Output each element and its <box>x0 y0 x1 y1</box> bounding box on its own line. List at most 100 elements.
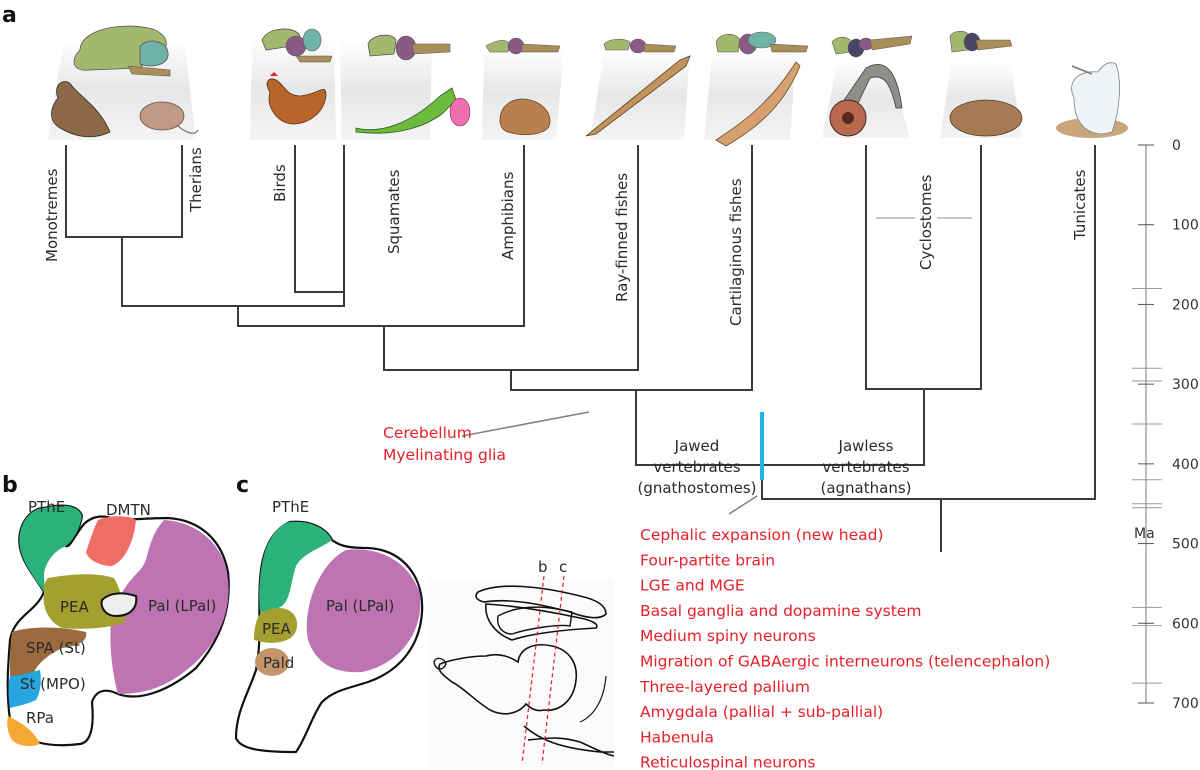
region-label-pthe: PThE <box>28 498 65 516</box>
timescale-tick-label: 0 <box>1172 138 1181 154</box>
region-label-pea: PEA <box>60 598 90 616</box>
frog-icon <box>499 98 551 136</box>
timescale-tick-label: 500 <box>1172 537 1199 553</box>
branch-tetrapods <box>237 145 525 327</box>
panel-b-dmtn <box>86 516 136 566</box>
mammals-illustration <box>48 25 199 140</box>
panel-d-backdrop <box>428 578 614 768</box>
vertebrate-innovation-item: Reticulospinal neurons <box>640 754 816 770</box>
timescale-tick-label: 700 <box>1172 696 1199 712</box>
branch-gnathostomes-crown <box>510 145 753 391</box>
region-label-dmtn: DMTN <box>106 501 151 519</box>
brain-cerebellum-icon <box>139 40 169 67</box>
timescale-tick-label: 600 <box>1172 616 1199 632</box>
platypus-icon <box>51 81 111 138</box>
tunicate-icon <box>1071 62 1120 135</box>
gnathostome-callout-line <box>461 411 590 437</box>
panel-b-ventricle <box>100 592 138 618</box>
birds-squamates-illustration <box>250 28 471 140</box>
panel-label-b: b <box>2 473 18 498</box>
chicken-icon <box>266 78 327 125</box>
clade-label-jawless: Jawless vertebrates (agnathans) <box>820 437 911 497</box>
dewlap-icon <box>449 97 471 127</box>
tunicate-illustration <box>1056 62 1128 138</box>
section-label-b: b <box>538 558 548 576</box>
section-line-c <box>541 575 565 765</box>
branch-amniotes <box>121 237 345 307</box>
region-label-spa: SPA (St) <box>26 639 86 657</box>
taxon-label-cartilaginous-fishes: Cartilaginous fishes <box>727 178 745 326</box>
lamprey-brain-icon <box>831 36 851 55</box>
gnathostome-innovations: Cerebellum Myelinating glia <box>383 424 506 464</box>
panel-c-brain-section: PThE Pal (LPal) PEA Pald <box>234 498 424 754</box>
panel-label-a: a <box>2 3 17 28</box>
innovation-cerebellum: Cerebellum <box>383 424 472 442</box>
frog-brain-icon <box>485 40 511 53</box>
svg-text:Jawless: Jawless <box>838 437 894 455</box>
branch-vertebrates <box>635 389 925 466</box>
region-label-st-mpo: St (MPO) <box>20 675 86 693</box>
taxon-label-amphibians: Amphibians <box>499 172 517 260</box>
vertebrate-innovation-item: Four-partite brain <box>640 551 775 569</box>
vertebrate-innovation-item: Cephalic expansion (new head) <box>640 526 884 544</box>
gar-brain-icon <box>603 38 631 51</box>
vertebrate-innovation-item: Three-layered pallium <box>639 678 810 696</box>
innovation-myelinating-glia: Myelinating glia <box>383 446 506 464</box>
vertebrate-innovation-item: LGE and MGE <box>640 577 745 595</box>
svg-text:vertebrates: vertebrates <box>822 458 909 476</box>
panel-label-c: c <box>236 473 249 498</box>
panel-c-pthe <box>259 521 332 612</box>
panel-c-pald <box>255 648 289 676</box>
svg-text:(agnathans): (agnathans) <box>820 479 911 497</box>
timescale-tick-label: 200 <box>1172 297 1199 313</box>
hagfish-icon <box>949 99 1023 137</box>
timescale-tick-label: 300 <box>1172 377 1199 393</box>
shark-brain-icon <box>715 33 741 53</box>
lizard-brain-icon <box>367 34 397 57</box>
cyclostomes-illustration <box>822 30 1023 138</box>
region-label-pal: Pal (LPal) <box>148 597 216 615</box>
panel-c-pallium <box>306 549 421 673</box>
svg-text:vertebrates: vertebrates <box>653 458 740 476</box>
panel-b-rpa <box>7 716 41 747</box>
panel-b-brain-section: PThE DMTN PEA Pal (LPal) SPA (St) St (MP… <box>6 498 230 747</box>
taxon-label-tunicates: Tunicates <box>1071 169 1089 241</box>
svg-text:(gnathostomes): (gnathostomes) <box>637 479 756 497</box>
gar-fish-icon <box>585 55 691 137</box>
panel-b-pallium <box>110 520 229 694</box>
cartilaginous-illustration <box>704 31 809 147</box>
vertebrate-callout-line <box>728 495 758 515</box>
panel-c-pea <box>254 608 298 643</box>
branch-mammals <box>65 145 183 238</box>
panel-b-pea <box>43 574 126 629</box>
vertebrate-innovation-item: Amygdala (pallial + sub-pallial) <box>640 703 883 721</box>
taxon-label-squamates: Squamates <box>385 169 403 254</box>
branch-sauropsids <box>294 145 345 293</box>
shark-icon <box>715 61 801 147</box>
taxon-label-birds: Birds <box>271 164 289 202</box>
ray-finned-illustration <box>585 38 691 140</box>
timescale-unit: Ma <box>1134 526 1155 542</box>
svg-text:Jawed: Jawed <box>674 437 720 455</box>
mouse-icon <box>139 101 185 131</box>
amphibian-illustration <box>482 37 564 140</box>
section-line-b <box>521 575 545 765</box>
region-label-pal: Pal (LPal) <box>326 597 394 615</box>
region-label-pea: PEA <box>262 620 292 638</box>
phylogenetic-tree <box>65 145 1096 552</box>
vertebrate-innovation-item: Basal ganglia and dopamine system <box>640 602 921 620</box>
panel-b-pthe <box>19 505 82 592</box>
panel-d-sagittal-brain: b c <box>428 558 615 768</box>
vertebrate-innovation-item: Medium spiny neurons <box>640 627 816 645</box>
taxon-label-therians: Therians <box>187 147 205 213</box>
timescale-tick-label: 100 <box>1172 218 1199 234</box>
region-label-pald: Pald <box>263 654 294 672</box>
vertebrate-innovations: Cephalic expansion (new head) Four-partit… <box>639 526 1050 770</box>
region-label-rpa: RPa <box>26 709 54 727</box>
panel-b-spa <box>10 627 87 676</box>
vertebrate-innovation-item: Habenula <box>640 728 714 746</box>
clade-label-jawed: Jawed vertebrates (gnathostomes) <box>637 437 756 497</box>
taxon-label-ray-finned-fishes: Ray-finned fishes <box>613 173 631 302</box>
